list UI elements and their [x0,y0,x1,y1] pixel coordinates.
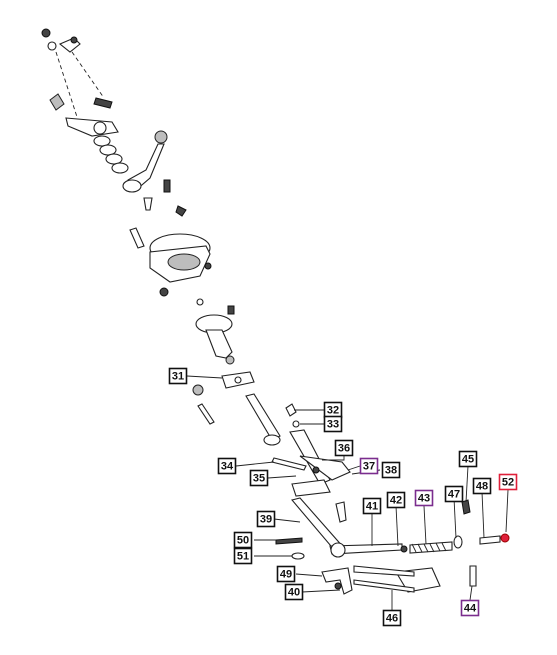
callout-45: 45 [458,450,478,468]
callout-box [498,473,518,491]
callout-box [444,485,464,503]
callout-box [382,609,402,627]
callout-34: 34 [217,457,237,475]
callout-36: 36 [334,439,354,457]
callout-46: 46 [382,609,402,627]
callout-49: 49 [276,565,296,583]
callout-box [458,450,478,468]
callout-number: 40 [288,587,300,599]
callout-number: 39 [260,514,272,526]
callout-42: 42 [386,491,406,509]
callout-box [217,457,237,475]
callout-33: 33 [323,415,343,433]
callout-box [386,491,406,509]
callout-box [381,461,401,479]
callout-box [233,547,253,565]
callout-48: 48 [472,477,492,495]
callout-40: 40 [284,583,304,601]
callout-number: 41 [366,501,378,513]
callout-box [256,510,276,528]
callout-38: 38 [381,461,401,479]
callout-number: 31 [172,371,184,383]
callout-number: 38 [385,465,397,477]
callout-44: 44 [460,599,480,617]
callout-box [249,469,269,487]
callout-number: 49 [280,569,292,581]
callout-number: 52 [502,477,514,489]
callout-box [233,531,253,549]
callout-box [472,477,492,495]
callout-number: 36 [338,443,350,455]
callout-35: 35 [249,469,269,487]
callout-51: 51 [233,547,253,565]
callout-box [168,367,188,385]
callout-number: 47 [448,489,460,501]
callout-number: 51 [237,551,249,563]
callout-47: 47 [444,485,464,503]
callout-box [460,599,480,617]
callout-labels: 31 32 33 34 35 36 37 38 39 40 41 42 43 44 45 46 47 48 49 50… [168,367,518,627]
callout-box [362,497,382,515]
callout-number: 42 [390,495,402,507]
callout-number: 43 [418,493,430,505]
callout-37: 37 [359,457,379,475]
callout-number: 45 [462,454,474,466]
callout-43: 43 [414,489,434,507]
callout-number: 44 [464,603,477,615]
callout-number: 34 [221,461,234,473]
callout-number: 37 [363,461,375,473]
upper-assembly [41,28,235,365]
callout-box [334,439,354,457]
lower-assembly [192,371,510,595]
callout-number: 48 [476,481,488,493]
callout-box [414,489,434,507]
callout-number: 46 [386,613,398,625]
callout-box [276,565,296,583]
callout-box [359,457,379,475]
callout-number: 35 [253,473,265,485]
leader-lines [186,375,509,610]
callout-number: 32 [327,405,339,417]
callout-39: 39 [256,510,276,528]
callout-32: 32 [323,401,343,419]
callout-52: 52 [498,473,518,491]
callout-number: 33 [327,419,339,431]
callout-31: 31 [168,367,188,385]
callout-box [323,415,343,433]
callout-50: 50 [233,531,253,549]
callout-number: 50 [237,535,249,547]
callout-box [284,583,304,601]
callout-41: 41 [362,497,382,515]
